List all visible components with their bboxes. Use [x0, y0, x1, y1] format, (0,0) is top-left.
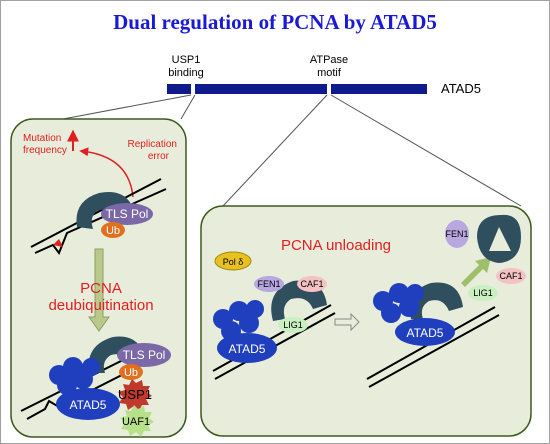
pol-delta-label: Pol δ — [223, 257, 244, 267]
bottom-tls-pol-label: TLS Pol — [123, 348, 166, 362]
release-arrow-icon — [461, 257, 491, 287]
atad5-label: ATAD5 — [70, 398, 107, 412]
bottom-tls-pol-shape — [117, 343, 171, 367]
pol-delta-shape — [214, 251, 252, 271]
process-label-line2: deubiquitination — [48, 297, 153, 314]
atad5-right-label: ATAD5 — [407, 326, 444, 340]
atad5-shape — [56, 388, 120, 420]
right-panel: PCNA unloading Pol δ FEN1 CAF1 LIG1 ATAD… — [200, 205, 532, 437]
right-panel-box — [200, 205, 532, 437]
process-label: PCNA unloading — [281, 237, 391, 254]
caf1-shape — [297, 276, 327, 292]
atad5-left-subunit-4 — [239, 313, 259, 333]
usp1-binding-site — [191, 83, 195, 95]
ub-label: Ub — [106, 225, 120, 237]
atpase-label-line2: motif — [317, 67, 342, 79]
zoom-line-right-b — [330, 94, 522, 207]
replication-label-line1: Replication — [128, 139, 177, 150]
uaf1-label: UAF1 — [122, 416, 150, 428]
gene-bar — [167, 84, 427, 94]
released-caf1-shape — [496, 268, 526, 284]
released-caf1-label: CAF1 — [499, 271, 522, 281]
ub-shape — [101, 222, 125, 238]
lesion-icon — [53, 239, 63, 247]
released-fen1-shape — [445, 220, 469, 248]
atpase-label-line1: ATPase — [310, 54, 348, 66]
atad5-subunit-5 — [82, 358, 100, 376]
zoom-line-left-a — [62, 94, 192, 120]
atad5-right-subunit-5 — [406, 284, 424, 302]
zoom-line-left-b — [180, 94, 196, 120]
released-lig1-shape — [468, 285, 498, 301]
mutation-label-line1: Mutation — [23, 133, 61, 144]
free-pcna-ring-icon — [477, 214, 521, 263]
usp1-label-line1: USP1 — [172, 54, 201, 66]
atad5-left-shape — [217, 333, 277, 363]
atad5-left-label: ATAD5 — [229, 342, 266, 356]
dna-right-right-b — [368, 314, 500, 388]
bottom-ub-shape — [119, 364, 143, 380]
atad5-right-subunit-4 — [399, 297, 419, 317]
figure-title: Dual regulation of PCNA by ATAD5 — [113, 10, 437, 34]
uaf1-starburst-icon — [120, 405, 154, 437]
mutation-label-line2: frequency — [23, 145, 67, 156]
released-lig1-label: LIG1 — [473, 288, 493, 298]
usp1-label-line2: binding — [168, 67, 203, 79]
right-arrow-icon — [334, 312, 360, 332]
atad5-left-subunit-5 — [246, 300, 264, 318]
atad5-right-shape — [395, 318, 455, 346]
left-panel: Mutation frequency Replication error TLS… — [10, 118, 187, 438]
process-label-line1: PCNA — [80, 280, 122, 297]
tls-pol-shape — [101, 203, 153, 225]
tls-pol-label: TLS Pol — [106, 207, 149, 221]
atad5-right-subunit-2 — [389, 283, 409, 303]
atad5-right-subunit-3 — [381, 303, 401, 323]
down-arrow-icon — [88, 248, 110, 332]
fen1-label: FEN1 — [257, 279, 280, 289]
curved-arrow-icon — [79, 147, 134, 198]
usp1-starburst-icon — [118, 379, 152, 411]
gene-label: ATAD5 — [441, 81, 481, 96]
replication-label-line2: error — [148, 151, 170, 162]
dna-strand-top — [30, 178, 167, 256]
zoom-line-right-a — [222, 94, 328, 207]
bottom-ub-label: Ub — [124, 367, 138, 379]
usp1-label: USP1 — [118, 387, 152, 402]
lig1-shape — [278, 317, 308, 333]
lig1-label: LIG1 — [283, 320, 303, 330]
atad5-subunit-3 — [57, 375, 77, 395]
caf1-label: CAF1 — [300, 279, 323, 289]
fen1-shape — [254, 276, 284, 292]
atad5-domain-map: ATAD5 USP1 binding ATPase motif — [167, 54, 481, 96]
released-fen1-label: FEN1 — [445, 229, 468, 239]
atpase-motif-site — [327, 83, 331, 95]
